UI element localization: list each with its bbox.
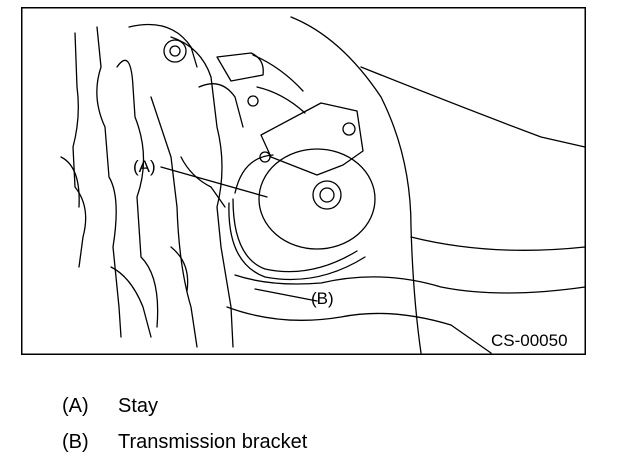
block-edge-2 [96,26,122,338]
mount-stud [319,187,335,203]
block-edge-3 [116,59,159,328]
block-edge-1 [72,32,87,268]
mount-rim [234,154,274,194]
mount-base [228,202,366,281]
legend-row: (B) Transmission bracket [62,424,307,460]
bolt-hole-upper [163,39,187,63]
bolt-hole-upper-inner [169,45,181,57]
stay-bracket [260,102,364,176]
legend-label: Stay [118,395,159,417]
rib-4 [170,246,189,292]
shaft [216,52,264,82]
mount-nut [312,180,342,210]
callout-a: (A) [133,157,156,176]
callout-b: (B) [311,289,334,308]
legend-key: (B) [62,431,89,453]
pipe-top [252,54,304,92]
rib-3 [60,156,80,208]
body-contour-2 [360,66,586,148]
small-bolt [247,95,259,107]
trans-bracket-bottom [226,306,452,326]
body-contour-3 [410,236,586,251]
illustration: (A) (B) CS-00050 [21,7,586,355]
pipe-bottom [256,86,306,114]
stay-hole [342,122,356,136]
legend-key: (A) [62,395,89,417]
legend-row: (A) Stay [62,388,307,424]
stay-hole-2 [259,151,271,163]
flange [198,83,244,128]
figure-id: CS-00050 [491,331,568,350]
trans-bracket-edge [450,324,492,354]
figure-border [21,7,586,355]
mount-body [232,198,358,273]
legend-label: Transmission bracket [118,431,308,453]
body-contour-1 [290,16,422,354]
legend: (A) Stay (B) Transmission bracket [62,388,307,460]
rib-2 [110,266,152,338]
engine-drawing [60,16,586,354]
leader-b [254,288,318,302]
figure-frame: (A) (B) CS-00050 [21,7,586,355]
block-edge-5 [170,36,234,348]
leader-a [160,166,268,198]
mount-face [258,148,376,250]
trans-bracket-top [234,274,586,294]
